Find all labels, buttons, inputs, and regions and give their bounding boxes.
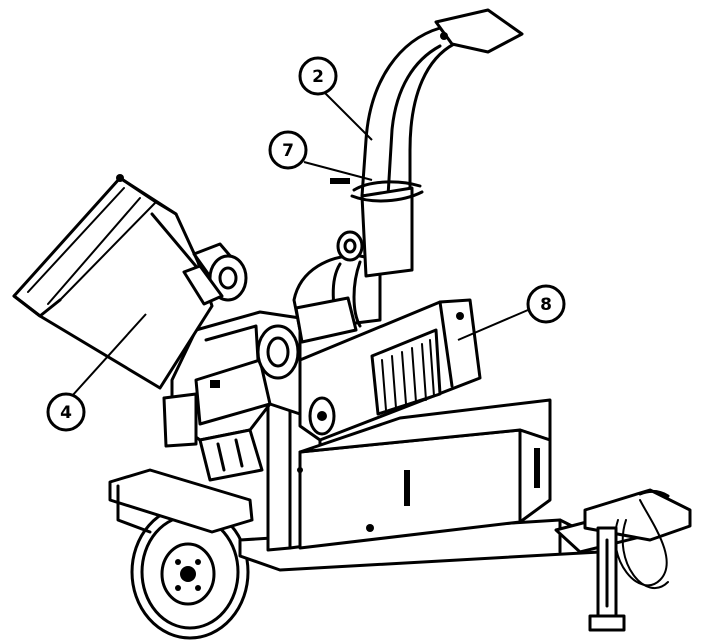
disc-housing (292, 230, 382, 344)
belt-guard (298, 298, 482, 442)
callout-4-label: 4 (60, 403, 72, 423)
engine (162, 310, 302, 482)
leader-line-4 (71, 313, 147, 397)
discharge-chute (330, 8, 524, 278)
callouts: 2 7 4 8 (46, 56, 566, 432)
fan-grille (381, 339, 435, 411)
feed-roller-motor (182, 242, 248, 306)
wheel (130, 504, 250, 640)
callout-4: 4 (46, 392, 86, 432)
callout-2-label: 2 (312, 67, 324, 87)
chipper-body (266, 390, 552, 552)
callout-8-label: 8 (540, 295, 552, 315)
hitch-assembly (583, 488, 692, 632)
callout-8: 8 (526, 284, 566, 324)
leader-line-8 (457, 309, 529, 341)
callout-7-label: 7 (282, 141, 294, 161)
leader-line-7 (303, 161, 373, 181)
callout-7: 7 (268, 130, 308, 170)
callout-2: 2 (298, 56, 338, 96)
leader-line-2 (323, 91, 373, 141)
